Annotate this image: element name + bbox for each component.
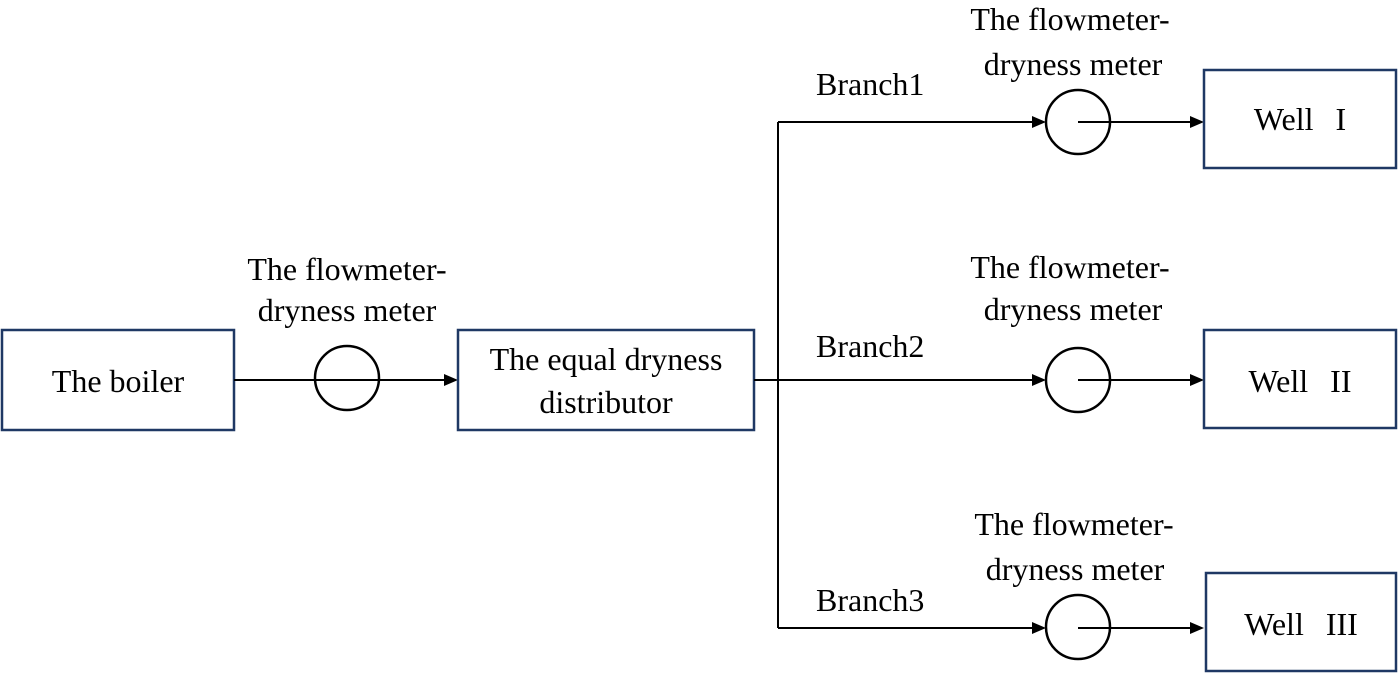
meter-label-line-2: dryness meter (258, 292, 437, 328)
well-box (1204, 571, 1398, 673)
branch-label: Branch1 (816, 66, 924, 102)
branch-1: Branch1 The flowmeter- dryness meter Wel… (778, 1, 1398, 170)
meter-label-line-2: dryness meter (984, 291, 1163, 327)
well-label: Well II (1249, 363, 1352, 399)
distributor-label-line-2: distributor (539, 384, 673, 420)
well-label-word: Well (1254, 101, 1314, 137)
well-arrowhead (1190, 116, 1204, 128)
well-label-word: Well (1244, 606, 1304, 642)
meter-arrowhead (1032, 374, 1046, 386)
distributor-label-line-1: The equal dryness (490, 341, 723, 377)
meter-arrowhead (1032, 622, 1046, 634)
branch-label: Branch2 (816, 328, 924, 364)
boiler-label: The boiler (52, 363, 185, 399)
branch-2: Branch2 The flowmeter- dryness meter Wel… (778, 249, 1398, 430)
branch-3: Branch3 The flowmeter- dryness meter Wel… (778, 506, 1398, 673)
meter-label-line-1: The flowmeter- (974, 506, 1173, 542)
meter-label-line-2: dryness meter (986, 551, 1165, 587)
well-label: Well III (1244, 606, 1358, 642)
boiler-node: The boiler (0, 328, 236, 432)
main-meter-label: The flowmeter- dryness meter (247, 251, 446, 328)
meter-label-line-2: dryness meter (984, 46, 1163, 82)
main-flowmeter-symbol (313, 344, 381, 412)
well-label-numeral: III (1326, 606, 1358, 642)
well-label-numeral: I (1335, 101, 1346, 137)
distributor-arrowhead (444, 374, 458, 386)
branch-label: Branch3 (816, 582, 924, 618)
meter-label-line-1: The flowmeter- (970, 249, 1169, 285)
well-label-numeral: II (1330, 363, 1351, 399)
well-label: Well I (1254, 101, 1346, 137)
well-label-word: Well (1249, 363, 1309, 399)
meter-label-line-1: The flowmeter- (247, 251, 446, 287)
distributor-box (456, 328, 756, 432)
meter-arrowhead (1032, 116, 1046, 128)
well-arrowhead (1190, 374, 1204, 386)
well-box (1202, 68, 1398, 170)
boiler-box (0, 328, 236, 432)
meter-label-line-1: The flowmeter- (970, 1, 1169, 37)
well-box (1202, 328, 1398, 430)
well-arrowhead (1190, 622, 1204, 634)
distributor-node: The equal dryness distributor (456, 328, 756, 432)
